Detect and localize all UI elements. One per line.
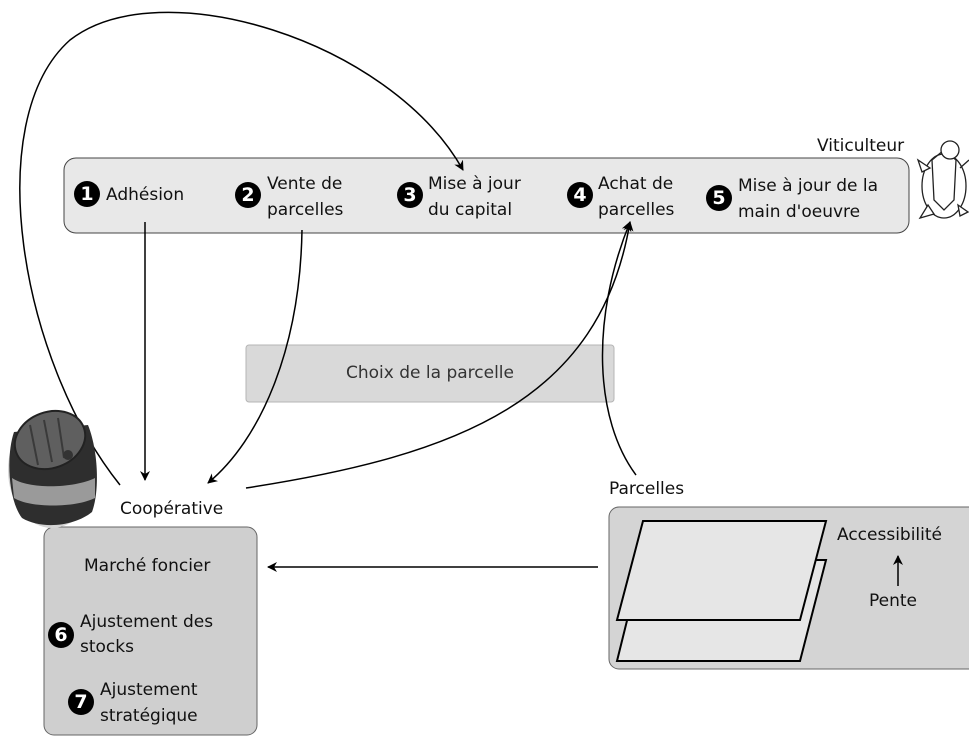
step-6-label-line2: stocks — [80, 637, 134, 657]
step-4-badge: 4 — [567, 182, 593, 208]
step-5-label-line2: main d'oeuvre — [738, 202, 861, 222]
step-3-label-line2: du capital — [428, 200, 513, 220]
step-4-label-line2: parcelles — [598, 200, 675, 220]
viticulteur-icon — [916, 140, 969, 220]
step-2-label-line2: parcelles — [267, 200, 344, 220]
step-1-label: Adhésion — [106, 185, 185, 205]
step-3-badge: 3 — [397, 182, 423, 208]
choice-box-label: Choix de la parcelle — [346, 363, 514, 383]
step-7-badge: 7 — [68, 689, 94, 715]
step-6-label-line1: Ajustement des — [80, 612, 214, 632]
arrow-parcels-to-purchase — [601, 221, 637, 476]
viticulteur-label: Viticulteur — [817, 136, 905, 156]
parcel-layer-front — [615, 520, 828, 621]
step-4-label-line1: Achat de — [598, 174, 674, 194]
step-6-badge: 6 — [48, 622, 74, 648]
step-2-label-line1: Vente de — [267, 174, 343, 194]
land-market-label: Marché foncier — [84, 556, 211, 576]
step-2-badge: 2 — [235, 182, 261, 208]
step-3-label-line1: Mise à jour — [428, 174, 521, 194]
barrel-icon — [8, 409, 97, 528]
arrow-cooperative-to-capital — [19, 11, 464, 486]
viticulteur-box — [63, 157, 910, 234]
choice-box — [245, 344, 615, 403]
step-5-label-line1: Mise à jour de la — [738, 176, 879, 196]
step-5-badge: 5 — [706, 185, 732, 211]
cooperative-label: Coopérative — [120, 499, 224, 519]
slope-label: Pente — [869, 591, 918, 611]
arrow-sale-to-cooperative — [207, 229, 303, 484]
arrow-cooperative-to-purchase — [245, 221, 634, 489]
step-7-label-line2: stratégique — [100, 706, 198, 726]
accessibility-label: Accessibilité — [837, 525, 943, 545]
step-1-badge: 1 — [74, 181, 100, 207]
parcels-label: Parcelles — [609, 479, 685, 499]
step-7-label-line1: Ajustement — [100, 680, 198, 700]
cooperative-box — [43, 526, 258, 736]
